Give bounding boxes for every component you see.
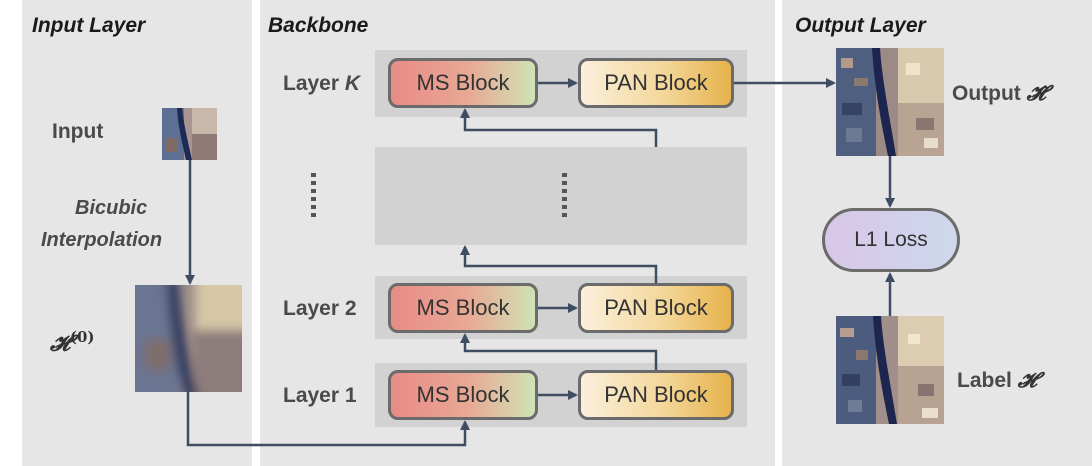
input-image xyxy=(162,108,217,160)
backbone-title: Backbone xyxy=(268,14,369,37)
layer-k-label: Layer K xyxy=(283,72,361,95)
pan-block-layer-k: PAN Block xyxy=(578,58,734,108)
layer-k-index: K xyxy=(344,72,361,95)
l1-loss-node: L1 Loss xyxy=(822,208,960,272)
h0-label: 𝓗(0) xyxy=(50,328,95,356)
output-image xyxy=(836,48,944,156)
interp-label-line2: Interpolation xyxy=(41,229,163,251)
pan-block-layer-1: PAN Block xyxy=(578,370,734,420)
output-label: Output 𝓗̂ xyxy=(952,80,1046,105)
ellipsis-dots-center xyxy=(562,173,567,217)
pan-block-layer-2: PAN Block xyxy=(578,283,734,333)
label-image xyxy=(836,316,944,424)
arrow-layer1-to-layer2 xyxy=(460,333,658,370)
output-symbol: 𝓗̂ xyxy=(1026,80,1046,105)
ellipsis-dots-left xyxy=(311,173,316,217)
layer-2-label: Layer 2 xyxy=(283,297,357,320)
h0-superscript: (0) xyxy=(69,328,95,346)
layer-1-label: Layer 1 xyxy=(283,384,357,407)
output-layer-title: Output Layer xyxy=(795,14,926,37)
label-text: Label 𝓗 xyxy=(957,367,1037,392)
input-label: Input xyxy=(52,120,104,143)
arrow-hidden-to-layerk xyxy=(460,108,658,147)
input-layer-title: Input Layer xyxy=(32,14,146,37)
label-symbol: 𝓗 xyxy=(1017,367,1037,392)
ms-block-layer-1: MS Block xyxy=(388,370,538,420)
h0-symbol: 𝓗 xyxy=(50,330,70,357)
h0-image xyxy=(135,285,242,392)
arrow-layer2-to-hidden xyxy=(460,245,658,283)
backbone-hidden-layers xyxy=(375,147,747,245)
ms-block-layer-2: MS Block xyxy=(388,283,538,333)
arrow-h0-to-layer1 xyxy=(186,392,470,447)
ms-block-layer-k: MS Block xyxy=(388,58,538,108)
interp-label-line1: Bicubic xyxy=(75,197,148,219)
